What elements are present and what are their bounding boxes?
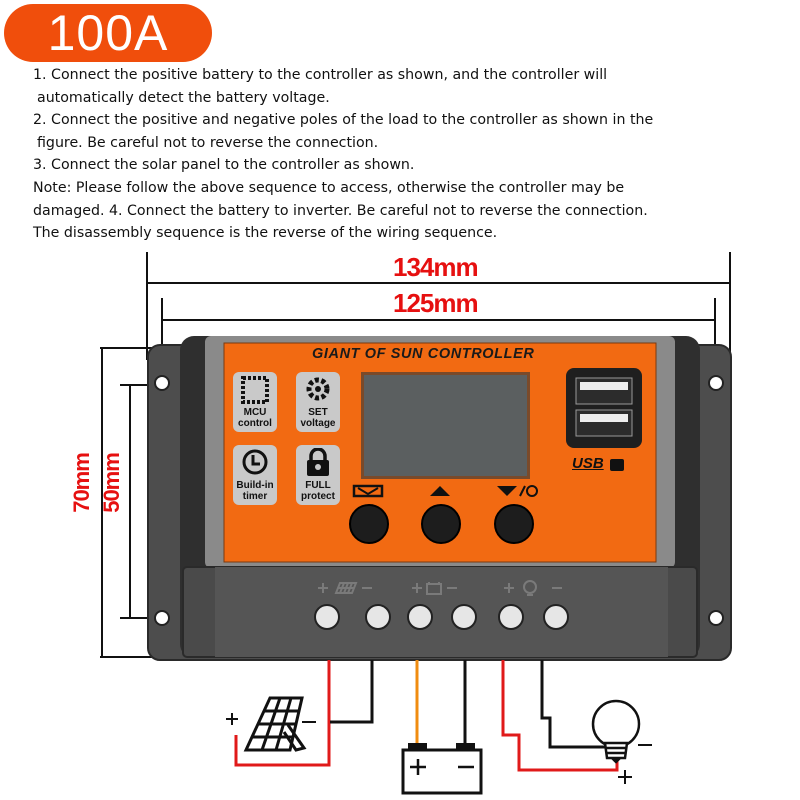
chip-icon <box>241 376 269 404</box>
dimension-lines <box>100 252 731 658</box>
feature-full-protect: FULL protect <box>296 445 340 505</box>
terminal-load-negative[interactable] <box>543 604 569 630</box>
clock-icon <box>242 449 268 475</box>
hole-height-label: 50mm <box>98 453 124 513</box>
current-rating-badge: 100A <box>4 4 212 62</box>
terminal-battery-positive[interactable] <box>407 604 433 630</box>
mounting-hole <box>154 375 170 391</box>
solar-positive-wire <box>234 660 331 767</box>
terminal-load-positive[interactable] <box>498 604 524 630</box>
instruction-line: 2. Connect the positive and negative pol… <box>33 112 654 129</box>
lcd-screen <box>364 375 527 476</box>
overall-width-label: 134mm <box>393 252 479 282</box>
terminal-solar-negative[interactable] <box>365 604 391 630</box>
instruction-line: 3. Connect the solar panel to the contro… <box>33 157 415 174</box>
usb-port[interactable] <box>575 377 633 405</box>
terminal-symbols <box>318 580 562 596</box>
feature-mcu-control: MCU control <box>233 372 277 432</box>
load-negative-wire <box>540 660 612 749</box>
mounting-hole <box>708 375 724 391</box>
bulb-icon <box>591 699 641 764</box>
load-positive-wire <box>501 660 619 772</box>
usb-label: USB <box>572 455 604 472</box>
mounting-hole <box>154 610 170 626</box>
battery-icon <box>401 743 483 795</box>
terminal-solar-positive[interactable] <box>314 604 340 630</box>
solar-panel-icon <box>334 582 358 594</box>
solar-negative-wire <box>330 660 374 724</box>
instruction-line: figure. Be careful not to reverse the co… <box>37 134 379 151</box>
terminal-screws <box>314 604 569 630</box>
usb-port-tongue <box>580 382 628 390</box>
solar-panel-icon <box>243 696 307 752</box>
instruction-line: The disassembly sequence is the reverse … <box>33 225 498 242</box>
bulb-icon <box>523 580 537 596</box>
down-light-icon <box>497 485 538 497</box>
down-button[interactable] <box>494 504 534 544</box>
feature-build-in-timer: Build-in timer <box>233 445 277 505</box>
usb-port-tongue <box>580 414 628 422</box>
load-plus-sign <box>618 770 632 784</box>
lock-icon <box>307 448 329 476</box>
mounting-hole <box>708 610 724 626</box>
controller-title: GIANT OF SUN CONTROLLER <box>312 346 535 362</box>
overall-height-label: 70mm <box>68 453 94 513</box>
instruction-line: automatically detect the battery voltage… <box>37 89 330 106</box>
instruction-line: Note: Please follow the above sequence t… <box>33 179 625 196</box>
feature-set-voltage: SET voltage <box>296 372 340 432</box>
instruction-line: 1. Connect the positive battery to the c… <box>33 67 608 83</box>
up-button[interactable] <box>421 504 461 544</box>
battery-icon <box>426 582 442 595</box>
wiring <box>234 660 619 772</box>
usb-icon-block <box>610 459 624 471</box>
menu-button[interactable] <box>349 504 389 544</box>
solar-plus-sign <box>226 713 238 725</box>
usb-port[interactable] <box>575 409 633 437</box>
instruction-line: damaged. 4. Connect the battery to inver… <box>33 202 648 219</box>
terminal-cover <box>215 567 668 657</box>
menu-icon <box>352 484 384 498</box>
gear-icon <box>306 377 330 401</box>
instructions: 1. Connect the positive battery to the c… <box>33 64 793 245</box>
up-plus-icon <box>430 486 450 496</box>
hole-width-label: 125mm <box>393 288 479 318</box>
terminal-battery-negative[interactable] <box>451 604 477 630</box>
